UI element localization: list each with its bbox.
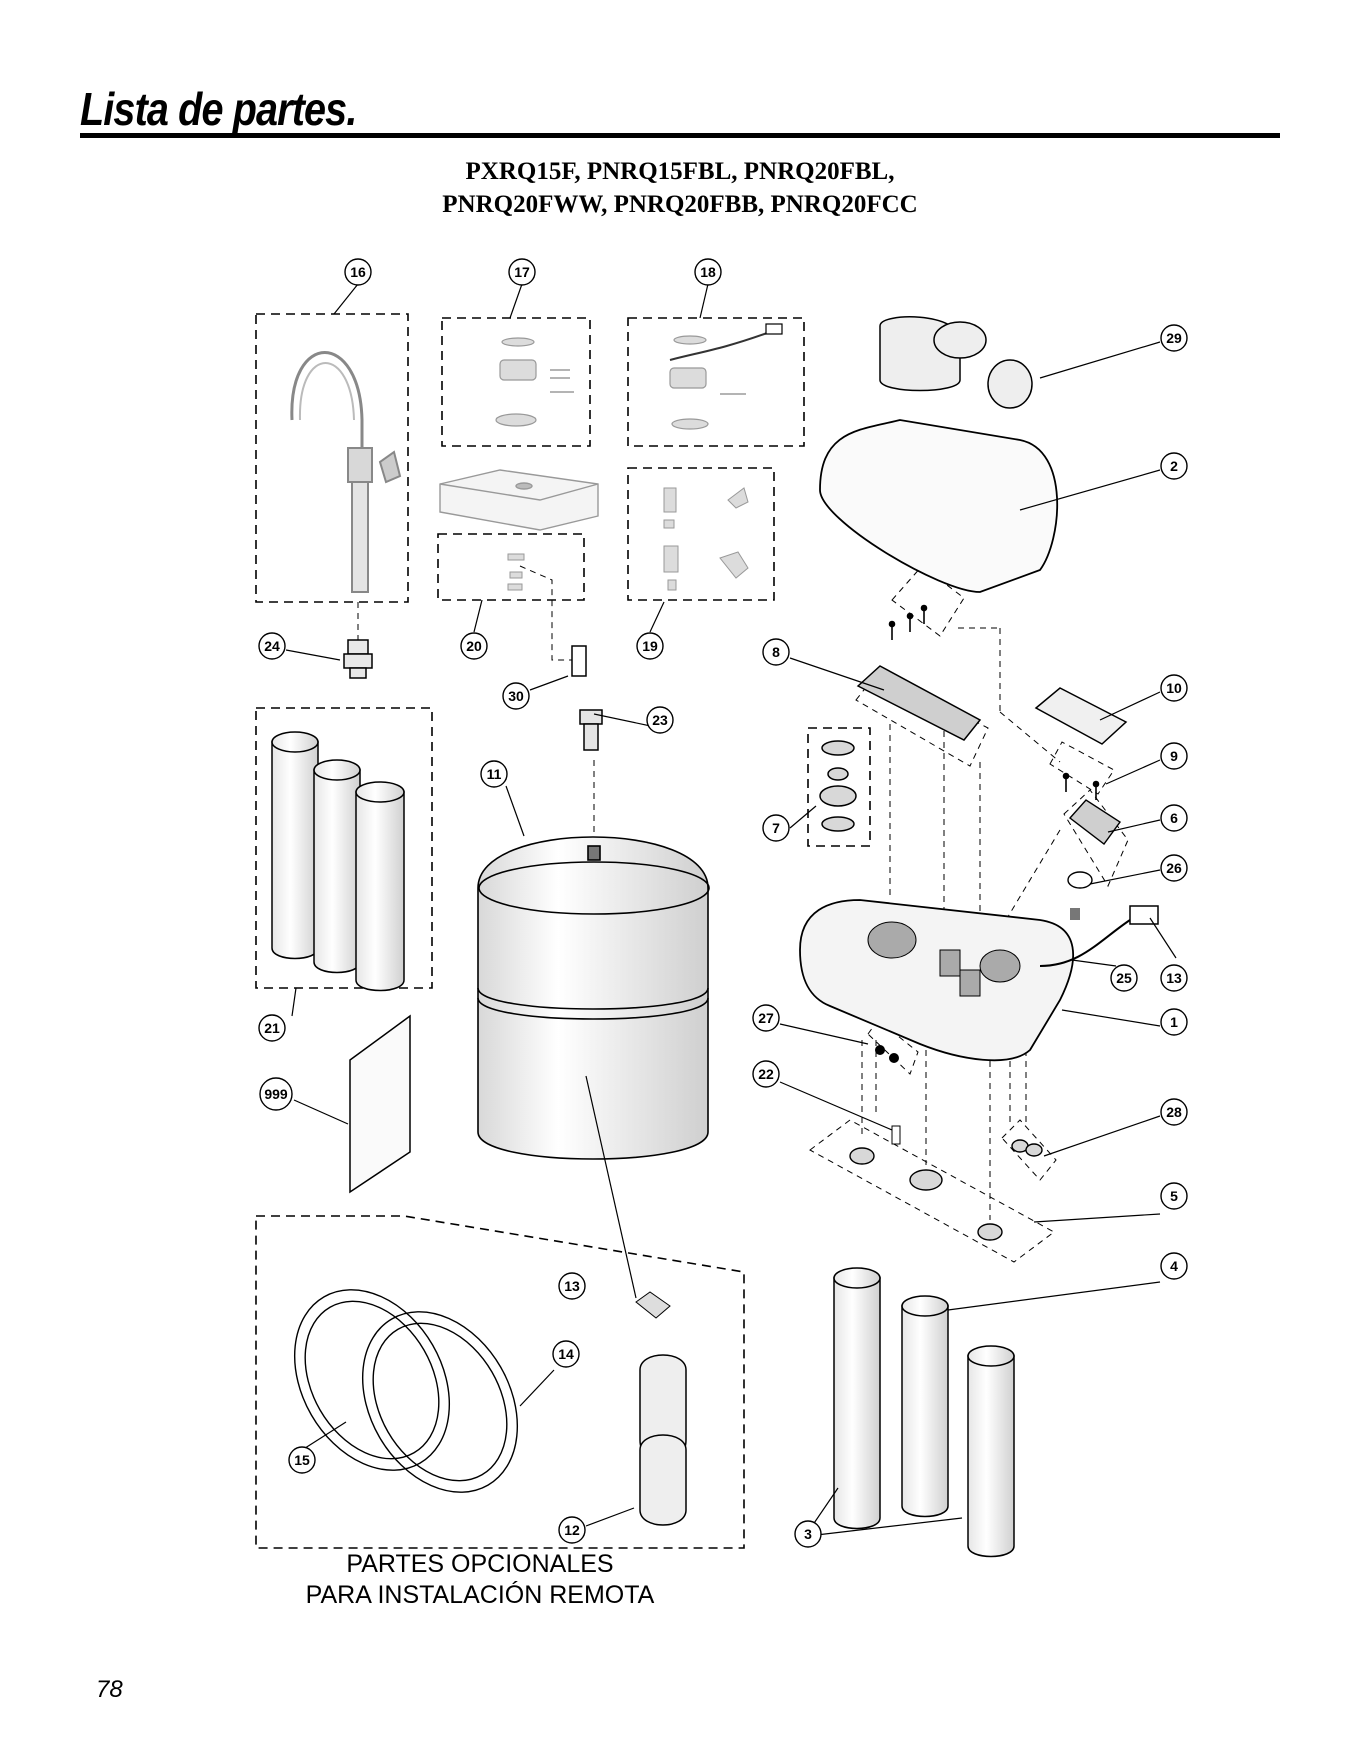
svg-text:15: 15	[294, 1452, 310, 1468]
svg-text:20: 20	[466, 638, 482, 654]
callout-30: 30	[503, 683, 529, 709]
optional-parts-caption-line-1: PARTES OPCIONALES	[250, 1550, 710, 1579]
svg-text:17: 17	[514, 264, 530, 280]
svg-text:21: 21	[264, 1020, 280, 1036]
svg-text:13: 13	[564, 1278, 580, 1294]
svg-text:6: 6	[1170, 810, 1178, 826]
svg-text:9: 9	[1170, 748, 1178, 764]
callout-11: 11	[481, 761, 507, 787]
svg-text:2: 2	[1170, 458, 1178, 474]
svg-text:13: 13	[1166, 970, 1182, 986]
callout-999: 999	[260, 1078, 292, 1110]
svg-text:29: 29	[1166, 330, 1182, 346]
svg-text:5: 5	[1170, 1188, 1178, 1204]
svg-text:8: 8	[772, 644, 780, 660]
svg-text:12: 12	[564, 1522, 580, 1538]
callout-13-lower: 13	[559, 1273, 585, 1299]
callout-14: 14	[553, 1341, 579, 1367]
optional-parts-caption-line-2: PARA INSTALACIÓN REMOTA	[250, 1581, 710, 1610]
callout-25: 25	[1111, 965, 1137, 991]
svg-text:10: 10	[1166, 680, 1182, 696]
callout-8: 8	[763, 639, 789, 665]
callout-2: 2	[1161, 453, 1187, 479]
callout-29: 29	[1161, 325, 1187, 351]
callout-5: 5	[1161, 1183, 1187, 1209]
svg-text:30: 30	[508, 688, 524, 704]
callout-7: 7	[763, 815, 789, 841]
svg-text:999: 999	[264, 1086, 288, 1102]
callout-26: 26	[1161, 855, 1187, 881]
callout-15: 15	[289, 1447, 315, 1473]
svg-text:25: 25	[1116, 970, 1132, 986]
callout-18: 18	[695, 259, 721, 285]
svg-text:27: 27	[758, 1010, 774, 1026]
callout-22: 22	[753, 1061, 779, 1087]
callout-24: 24	[259, 633, 285, 659]
svg-text:16: 16	[350, 264, 366, 280]
callout-28: 28	[1161, 1099, 1187, 1125]
svg-text:18: 18	[700, 264, 716, 280]
svg-text:11: 11	[487, 766, 502, 782]
page-number: 78	[96, 1676, 123, 1704]
svg-text:1: 1	[1170, 1014, 1178, 1030]
callout-13-upper: 13	[1161, 965, 1187, 991]
callout-16: 16	[345, 259, 371, 285]
callout-20: 20	[461, 633, 487, 659]
svg-text:22: 22	[758, 1066, 774, 1082]
svg-text:3: 3	[804, 1526, 812, 1542]
svg-text:23: 23	[652, 712, 668, 728]
callout-9: 9	[1161, 743, 1187, 769]
callout-4: 4	[1161, 1253, 1187, 1279]
callout-10: 10	[1161, 675, 1187, 701]
callout-17: 17	[509, 259, 535, 285]
svg-text:4: 4	[1170, 1258, 1178, 1274]
callout-3: 3	[795, 1521, 821, 1547]
callout-12: 12	[559, 1517, 585, 1543]
svg-text:24: 24	[264, 638, 280, 654]
callout-1: 1	[1161, 1009, 1187, 1035]
svg-text:14: 14	[558, 1346, 574, 1362]
svg-text:26: 26	[1166, 860, 1182, 876]
svg-text:7: 7	[772, 820, 780, 836]
callout-23: 23	[647, 707, 673, 733]
callout-21: 21	[259, 1015, 285, 1041]
svg-text:28: 28	[1166, 1104, 1182, 1120]
callout-27: 27	[753, 1005, 779, 1031]
callout-6: 6	[1161, 805, 1187, 831]
svg-text:19: 19	[642, 638, 658, 654]
callout-19: 19	[637, 633, 663, 659]
